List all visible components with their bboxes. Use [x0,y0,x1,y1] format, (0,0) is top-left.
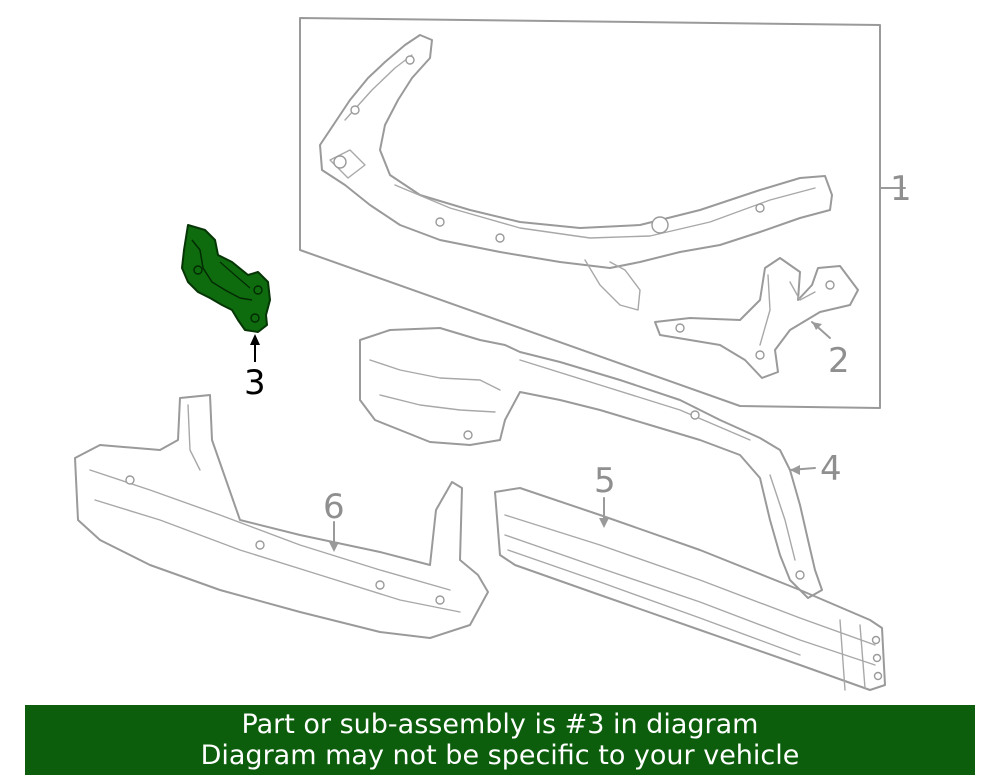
part-5-grille-shutter[interactable] [494,487,886,691]
assembly-1-panel [299,17,906,409]
callout-4[interactable]: 4 [820,449,842,489]
callout-2[interactable]: 2 [828,341,850,381]
callout-5[interactable]: 5 [594,461,616,501]
callout-6[interactable]: 6 [323,487,345,527]
part-1-upper-support[interactable] [319,34,833,311]
part-3-bracket-highlighted[interactable] [181,224,271,333]
info-banner: Part or sub-assembly is #3 in diagram Di… [25,705,975,775]
part-6-lower-deflector[interactable] [74,394,489,639]
banner-line-2: Diagram may not be specific to your vehi… [200,740,800,771]
callout-3[interactable]: 3 [244,363,266,403]
callout-1[interactable]: 1 [890,169,912,209]
parts-diagram: 1 2 3 4 5 6 [74,17,912,691]
banner-line-1: Part or sub-assembly is #3 in diagram [241,709,759,740]
part-2-bracket[interactable] [654,257,859,379]
callout-3-arrow [250,334,260,362]
